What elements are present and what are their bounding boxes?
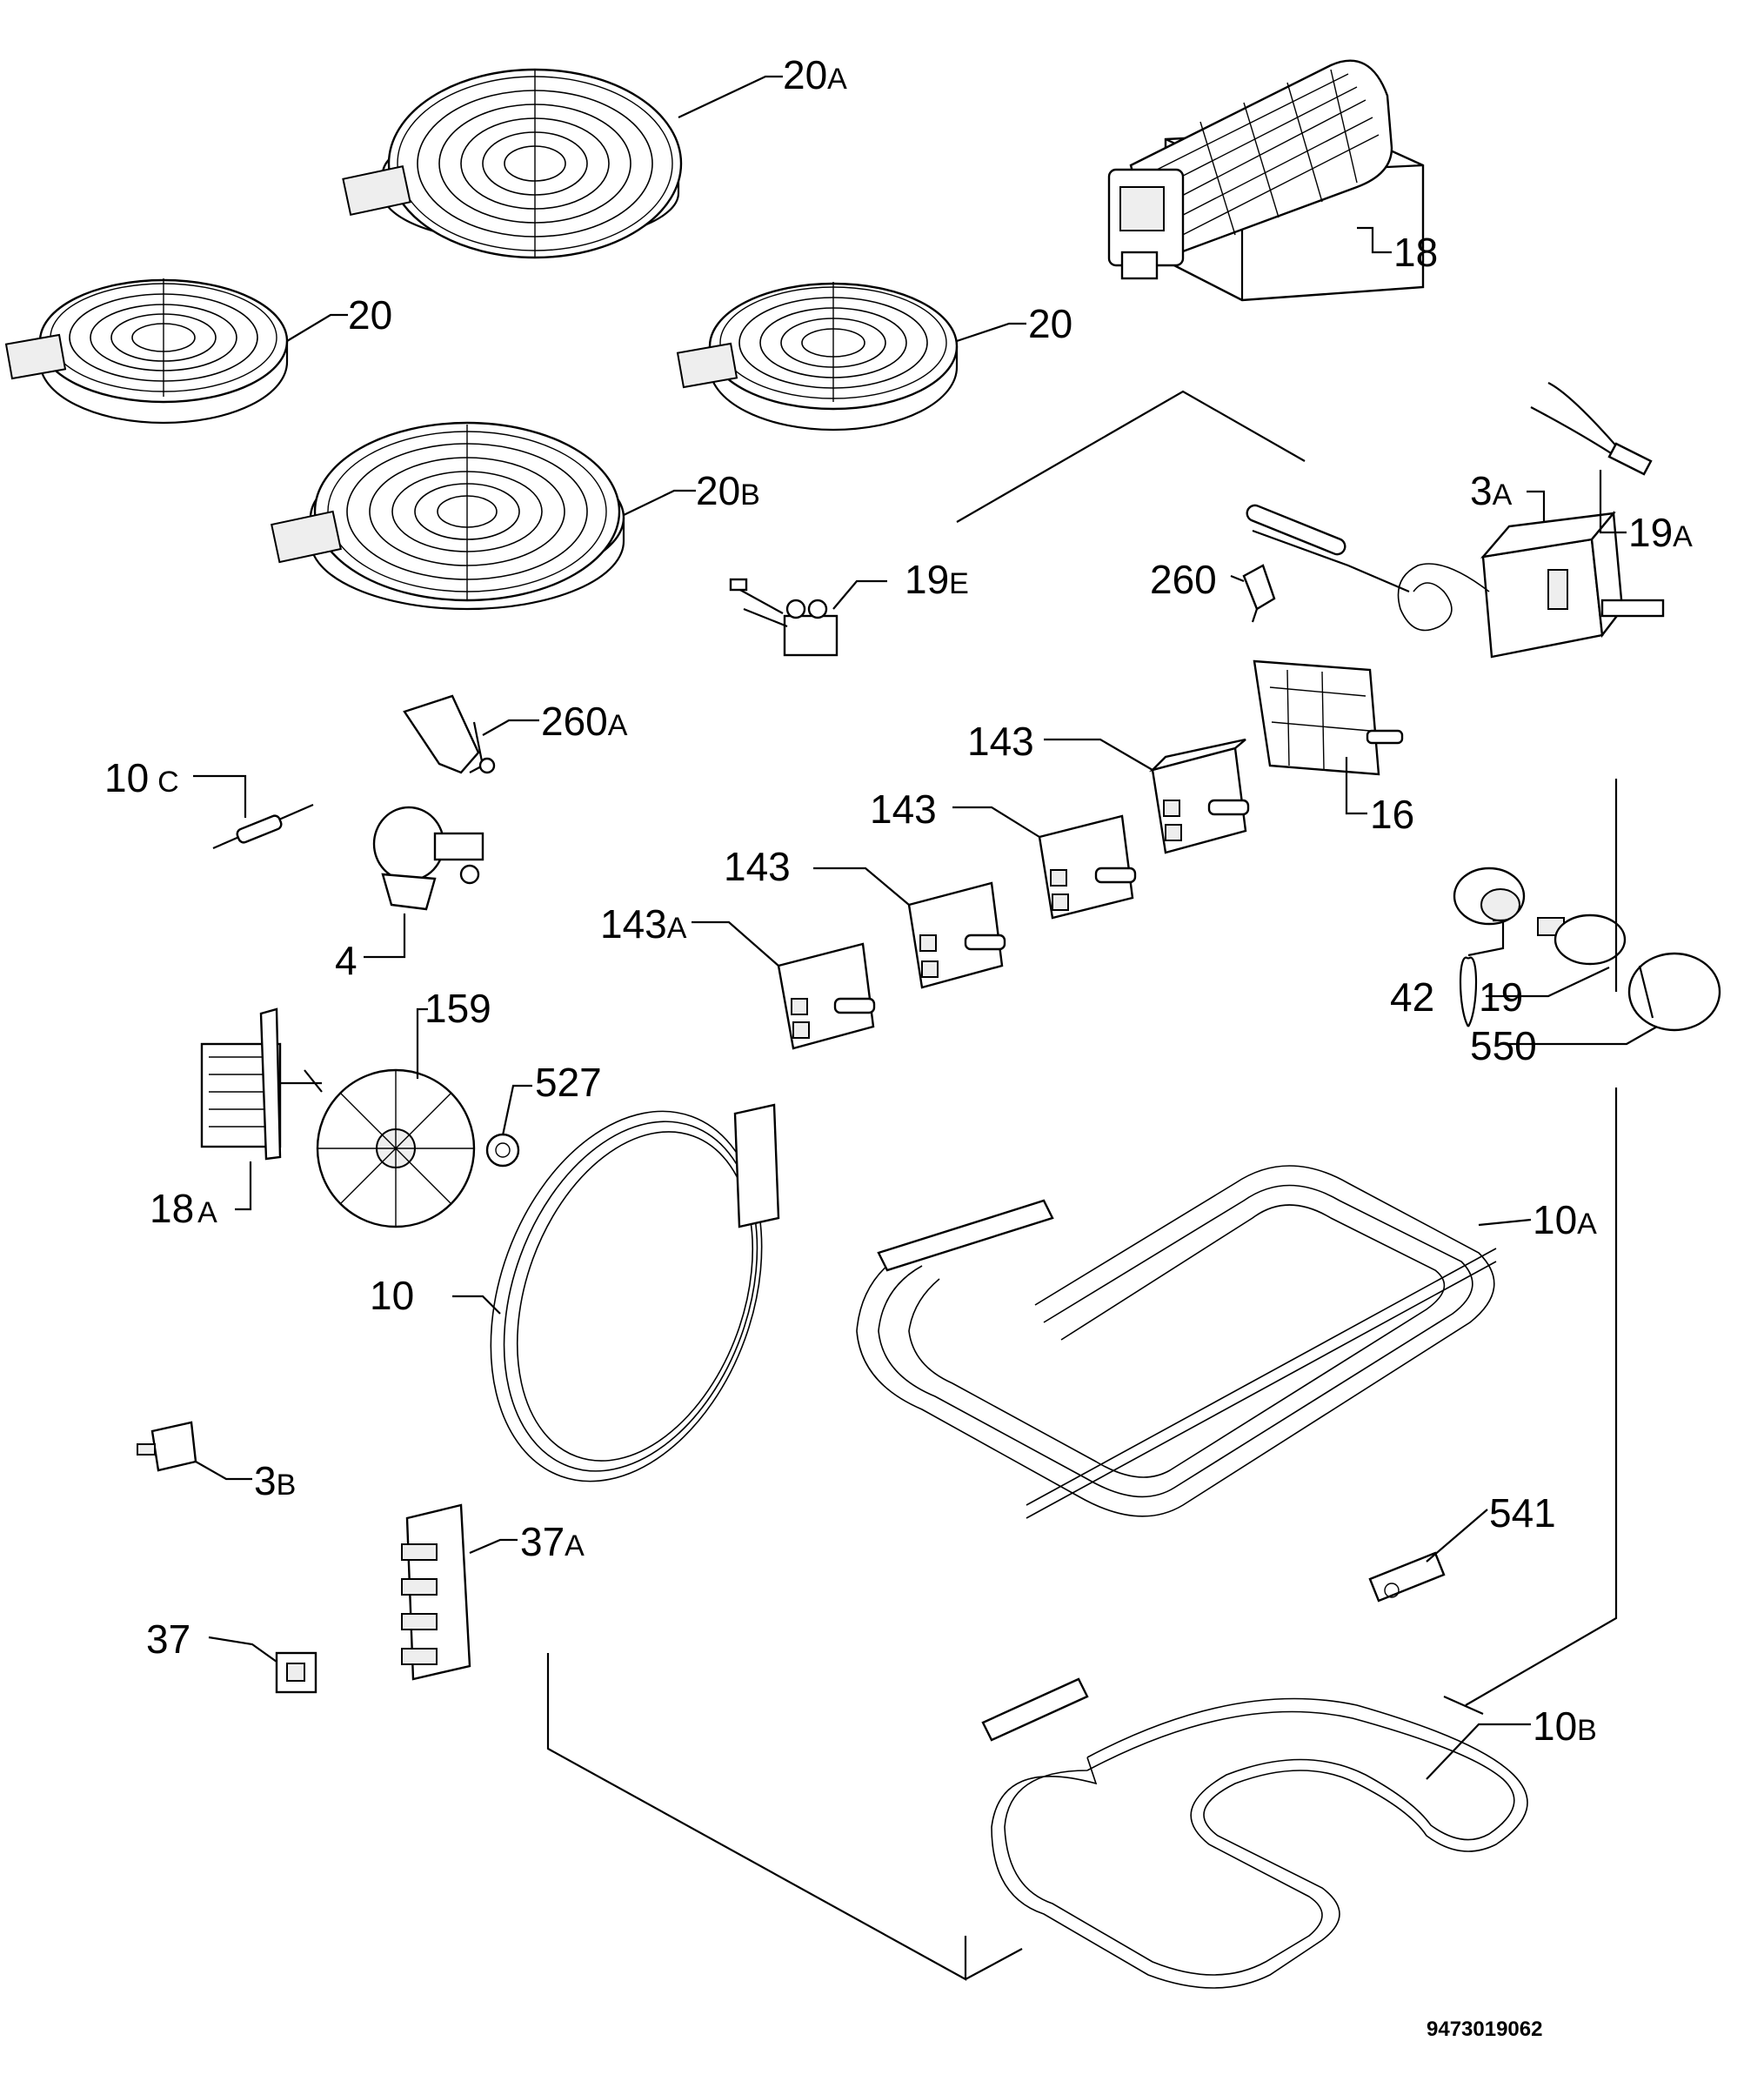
- terminal-37: [275, 1651, 317, 1694]
- selector-16: [1253, 659, 1404, 776]
- svg-text:10A: 10A: [1533, 1197, 1597, 1242]
- label-143-3: 143: [724, 844, 791, 889]
- svg-text:143: 143: [870, 786, 937, 832]
- hotplate-20-right: [676, 282, 959, 432]
- label-143-2: 143: [870, 786, 937, 832]
- fan-motor-18a: [200, 1007, 323, 1161]
- terminal-3b: [137, 1421, 197, 1472]
- svg-text:143A: 143A: [600, 901, 687, 947]
- svg-text:18: 18: [1393, 230, 1438, 275]
- clip-541: [1368, 1551, 1446, 1603]
- svg-text:20: 20: [348, 292, 392, 338]
- label-4: 4: [335, 938, 357, 983]
- svg-text:19: 19: [1479, 974, 1523, 1020]
- svg-text:143: 143: [724, 844, 791, 889]
- label-37a: 37A: [520, 1519, 585, 1564]
- svg-text:20: 20: [1028, 301, 1072, 346]
- drawing-code: 9473019062: [1427, 2018, 1542, 2041]
- label-3a: 3A: [1470, 468, 1513, 513]
- switch-143-3: [907, 881, 1006, 989]
- svg-text:527: 527: [535, 1060, 602, 1105]
- bulb-19: [1537, 914, 1627, 966]
- sensor-19a: [1530, 382, 1653, 476]
- label-20-right: 20: [1028, 301, 1072, 346]
- bottom-element-10b: [981, 1677, 1528, 1989]
- label-19: 19: [1479, 974, 1523, 1020]
- tangential-fan-18: [1107, 59, 1425, 302]
- hotplate-20a: [342, 68, 683, 259]
- terminal-block-37a: [401, 1503, 471, 1681]
- motor-4: [372, 806, 484, 911]
- grill-element-10a: [856, 1165, 1497, 1519]
- hotplate-20-left: [4, 278, 289, 425]
- svg-text:10: 10: [370, 1273, 414, 1318]
- svg-text:260A: 260A: [541, 699, 628, 744]
- fan-blade-159: [316, 1068, 476, 1228]
- label-3b: 3B: [254, 1458, 296, 1503]
- svg-text:550: 550: [1470, 1023, 1537, 1068]
- svg-text:4: 4: [335, 938, 357, 983]
- label-541: 541: [1489, 1490, 1556, 1536]
- label-20a: 20A: [783, 52, 847, 97]
- label-527: 527: [535, 1060, 602, 1105]
- bracket-260a: [403, 694, 496, 774]
- svg-text:3A: 3A: [1470, 468, 1513, 513]
- label-10: 10: [370, 1273, 414, 1318]
- grouping-lines: [546, 390, 1618, 1981]
- fuse-10c: [212, 803, 314, 850]
- svg-text:20B: 20B: [696, 468, 760, 513]
- svg-text:3B: 3B: [254, 1458, 296, 1503]
- label-10a: 10A: [1533, 1197, 1597, 1242]
- label-260a: 260A: [541, 699, 628, 744]
- label-37: 37: [146, 1616, 190, 1662]
- svg-text:19E: 19E: [905, 557, 969, 602]
- label-143a: 143A: [600, 901, 687, 947]
- switch-143-1: [1149, 738, 1250, 854]
- lens-550: [1627, 952, 1721, 1032]
- ring-element-10: [490, 1103, 780, 1482]
- svg-text:37A: 37A: [520, 1519, 585, 1564]
- thermostat-3a: [1246, 504, 1665, 659]
- label-10b: 10B: [1533, 1703, 1597, 1749]
- lamp-19e: [729, 578, 839, 657]
- label-159: 159: [424, 986, 491, 1031]
- svg-text:260: 260: [1150, 557, 1217, 602]
- switch-143a: [777, 942, 876, 1050]
- svg-text:16: 16: [1370, 792, 1414, 837]
- svg-text:42: 42: [1390, 974, 1434, 1020]
- svg-text:18A: 18A: [150, 1186, 217, 1231]
- label-550: 550: [1470, 1023, 1537, 1068]
- label-260: 260: [1150, 557, 1217, 602]
- label-19e: 19E: [905, 557, 969, 602]
- label-42: 42: [1390, 974, 1434, 1020]
- svg-text:19A: 19A: [1628, 510, 1693, 555]
- switch-143-2: [1038, 814, 1137, 920]
- label-143-1: 143: [967, 719, 1034, 764]
- svg-text:159: 159: [424, 986, 491, 1031]
- svg-text:10C: 10C: [104, 755, 179, 800]
- label-19a: 19A: [1628, 510, 1693, 555]
- svg-text:10B: 10B: [1533, 1703, 1597, 1749]
- svg-text:541: 541: [1489, 1490, 1556, 1536]
- label-18: 18: [1393, 230, 1438, 275]
- label-20-left: 20: [348, 292, 392, 338]
- leader-lines: [193, 75, 1658, 1780]
- nut-527: [485, 1133, 520, 1168]
- svg-text:20A: 20A: [783, 52, 847, 97]
- clip-260: [1242, 564, 1276, 623]
- hotplate-20b: [271, 421, 625, 611]
- label-16: 16: [1370, 792, 1414, 837]
- label-20b: 20B: [696, 468, 760, 513]
- svg-text:143: 143: [967, 719, 1034, 764]
- svg-text:37: 37: [146, 1616, 190, 1662]
- lamp-holder-42: [1453, 867, 1526, 926]
